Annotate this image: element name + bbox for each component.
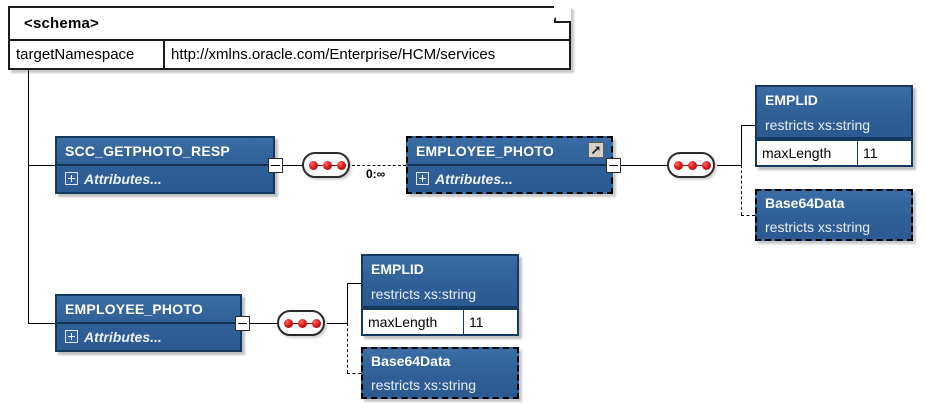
facet-name-maxlength-top: maxLength [757, 141, 858, 165]
multiplicity-label: 0:∞ [366, 167, 386, 181]
compositor-dot [323, 161, 332, 170]
branch-to-scc-getphoto-resp [28, 165, 55, 166]
typebox-base64data-bottom[interactable]: Base64Data restricts xs:string [361, 347, 519, 399]
attributes-label: Attributes... [435, 171, 513, 187]
typebox-emplid-top[interactable]: EMPLID restricts xs:string [755, 85, 913, 139]
typebox-emplid-top-name: EMPLID [765, 92, 818, 108]
connector-sequence-bottom-riser [347, 283, 348, 324]
connector-sequence-right-dropper [741, 165, 742, 215]
expand-icon[interactable] [416, 172, 429, 185]
node-employee-photo-reference-title: EMPLOYEE_PHOTO [416, 143, 554, 159]
target-namespace-label: targetNamespace [10, 41, 165, 68]
sequence-compositor-right[interactable] [667, 152, 715, 178]
connector-scc-to-sequence [283, 165, 302, 166]
typebox-base64data-top-name: Base64Data [765, 195, 845, 211]
compositor-dot [309, 161, 318, 170]
node-employee-photo-reference-attributes[interactable]: Attributes... [408, 168, 611, 190]
connector-employee-photo-ref-to-sequence [621, 165, 667, 166]
facet-value-maxlength-top: 11 [863, 145, 878, 161]
node-employee-photo-global[interactable]: EMPLOYEE_PHOTO Attributes... [55, 294, 242, 352]
typebox-emplid-top-restricts: restricts xs:string [765, 117, 871, 133]
branch-to-employee-photo-global [28, 323, 55, 324]
schema-label: <schema> [24, 15, 99, 32]
schema-trunk-line [28, 70, 29, 323]
external-reference-arrow-icon[interactable] [588, 142, 604, 158]
node-scc-getphoto-resp-title: SCC_GETPHOTO_RESP [65, 143, 230, 159]
connector-sequence-right-stub [717, 165, 741, 166]
note-fold-corner-icon [554, 4, 571, 23]
compositor-dot [298, 319, 307, 328]
connector-sequence-bottom-dropper [347, 323, 348, 373]
typebox-base64data-bottom-restricts: restricts xs:string [371, 377, 477, 393]
node-divider [57, 322, 240, 324]
attributes-label: Attributes... [84, 171, 162, 187]
collapse-toggle-employee-photo-global[interactable] [235, 316, 250, 331]
target-namespace-value: http://xmlns.oracle.com/Enterprise/HCM/s… [171, 46, 496, 63]
node-employee-photo-global-title: EMPLOYEE_PHOTO [65, 301, 203, 317]
facet-row-maxlength-bottom: maxLength 11 [361, 308, 519, 336]
compositor-dot [688, 161, 697, 170]
attributes-label: Attributes... [84, 329, 162, 345]
node-divider [408, 164, 611, 166]
typebox-base64data-top-restricts: restricts xs:string [765, 219, 871, 235]
node-scc-getphoto-resp[interactable]: SCC_GETPHOTO_RESP Attributes... [55, 136, 275, 194]
facet-value-maxlength-bottom: 11 [469, 314, 484, 330]
expand-icon[interactable] [65, 330, 78, 343]
compositor-dot [284, 319, 293, 328]
connector-sequence-right-riser [741, 125, 742, 166]
node-employee-photo-reference[interactable]: EMPLOYEE_PHOTO Attributes... [406, 136, 613, 194]
schema-attribute-row: targetNamespace http://xmlns.oracle.com/… [10, 39, 569, 68]
connector-to-base64data-top [741, 215, 755, 216]
node-employee-photo-global-attributes[interactable]: Attributes... [57, 326, 240, 348]
sequence-compositor-bottom[interactable] [277, 310, 325, 336]
node-scc-getphoto-resp-attributes[interactable]: Attributes... [57, 168, 273, 190]
compositor-dot [702, 161, 711, 170]
expand-icon[interactable] [65, 172, 78, 185]
facet-name-maxlength-bottom: maxLength [363, 310, 464, 334]
compositor-dot [312, 319, 321, 328]
schema-note-box: <schema> targetNamespace http://xmlns.or… [8, 4, 571, 70]
facet-row-maxlength-top: maxLength 11 [755, 139, 913, 167]
connector-sequence-to-employee-photo-ref [352, 165, 406, 166]
collapse-toggle-employee-photo-reference[interactable] [606, 158, 621, 173]
connector-to-emplid-bottom [347, 283, 361, 284]
node-divider [57, 164, 273, 166]
sequence-compositor-top[interactable] [302, 152, 350, 178]
connector-sequence-bottom-stub [327, 323, 347, 324]
connector-to-base64data-bottom [347, 373, 361, 374]
compositor-dot [674, 161, 683, 170]
typebox-emplid-bottom[interactable]: EMPLID restricts xs:string [361, 254, 519, 308]
connector-to-emplid-top [741, 125, 755, 126]
connector-employee-photo-global-to-sequence [250, 323, 277, 324]
typebox-emplid-bottom-name: EMPLID [371, 261, 424, 277]
typebox-base64data-top[interactable]: Base64Data restricts xs:string [755, 189, 913, 241]
collapse-toggle-scc-getphoto-resp[interactable] [268, 158, 283, 173]
compositor-dot [337, 161, 346, 170]
typebox-base64data-bottom-name: Base64Data [371, 353, 451, 369]
typebox-emplid-bottom-restricts: restricts xs:string [371, 286, 477, 302]
